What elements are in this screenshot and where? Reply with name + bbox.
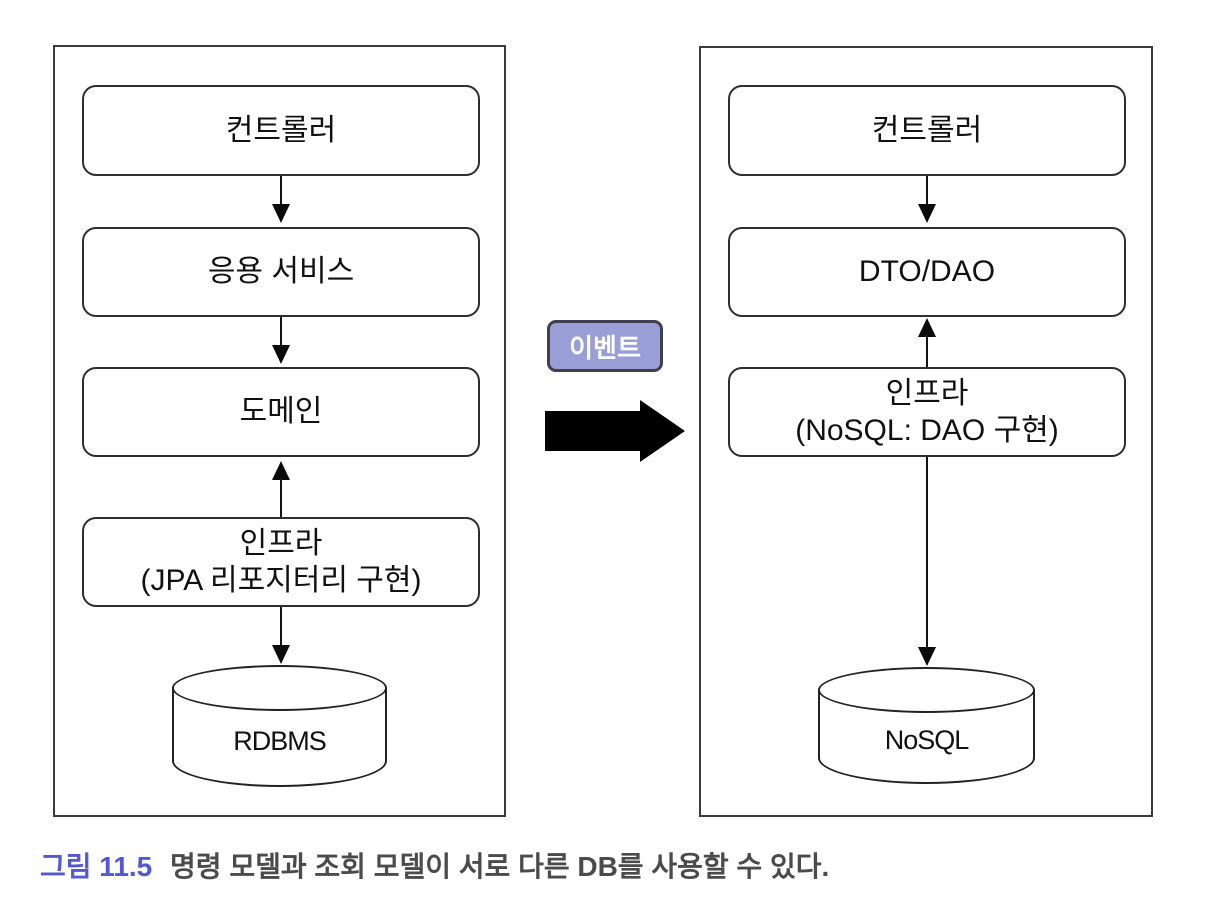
node-label: 도메인 <box>239 395 323 429</box>
connector-controller-dto <box>926 176 928 208</box>
node-domain: 도메인 <box>82 367 480 457</box>
rdbms-database-cylinder: RDBMS <box>172 665 387 787</box>
figure-caption-number: 그림 11.5 <box>40 851 153 882</box>
right-arrow-head-icon <box>640 400 685 462</box>
node-sublabel: (NoSQL: DAO 구현) <box>795 414 1059 447</box>
connector-infra-nosql-db <box>926 457 928 650</box>
right-arrow-icon <box>545 411 641 451</box>
cylinder-top <box>172 665 387 711</box>
node-label: 컨트롤러 <box>225 113 337 147</box>
down-arrow-icon <box>272 645 290 664</box>
down-arrow-icon <box>918 204 936 223</box>
node-infra-jpa: 인프라 (JPA 리포지터리 구현) <box>82 517 480 607</box>
connector-infra-rdbms <box>280 607 282 649</box>
node-sublabel: (JPA 리포지터리 구현) <box>140 564 422 597</box>
database-label: RDBMS <box>233 725 327 756</box>
node-label: DTO/DAO <box>858 255 996 289</box>
database-label: NoSQL <box>884 725 970 755</box>
figure-caption: 그림 11.5 명령 모델과 조회 모델이 서로 다른 DB를 사용할 수 있다… <box>40 845 829 885</box>
node-label: 응용 서비스 <box>207 255 355 289</box>
node-infra-nosql: 인프라 (NoSQL: DAO 구현) <box>728 367 1126 457</box>
down-arrow-icon <box>272 204 290 223</box>
cylinder-top <box>818 667 1035 713</box>
node-controller-left: 컨트롤러 <box>82 85 480 176</box>
node-label: 컨트롤러 <box>871 113 983 147</box>
event-badge: 이벤트 <box>547 320 663 372</box>
up-arrow-icon <box>918 318 936 337</box>
connector-controller-appservice <box>280 176 282 208</box>
down-arrow-icon <box>272 345 290 364</box>
up-arrow-icon <box>272 461 290 480</box>
connector-dto-infra <box>926 334 928 367</box>
connector-domain-infra <box>280 477 282 517</box>
node-label: 인프라 <box>885 376 969 410</box>
node-dto-dao: DTO/DAO <box>728 227 1126 317</box>
node-app-service: 응용 서비스 <box>82 227 480 317</box>
event-badge-label: 이벤트 <box>569 332 641 363</box>
figure-caption-text: 명령 모델과 조회 모델이 서로 다른 DB를 사용할 수 있다. <box>170 851 830 882</box>
connector-appservice-domain <box>280 317 282 349</box>
node-label: 인프라 <box>239 526 323 560</box>
nosql-database-cylinder: NoSQL <box>818 667 1035 784</box>
node-controller-right: 컨트롤러 <box>728 85 1126 176</box>
down-arrow-icon <box>918 647 936 666</box>
